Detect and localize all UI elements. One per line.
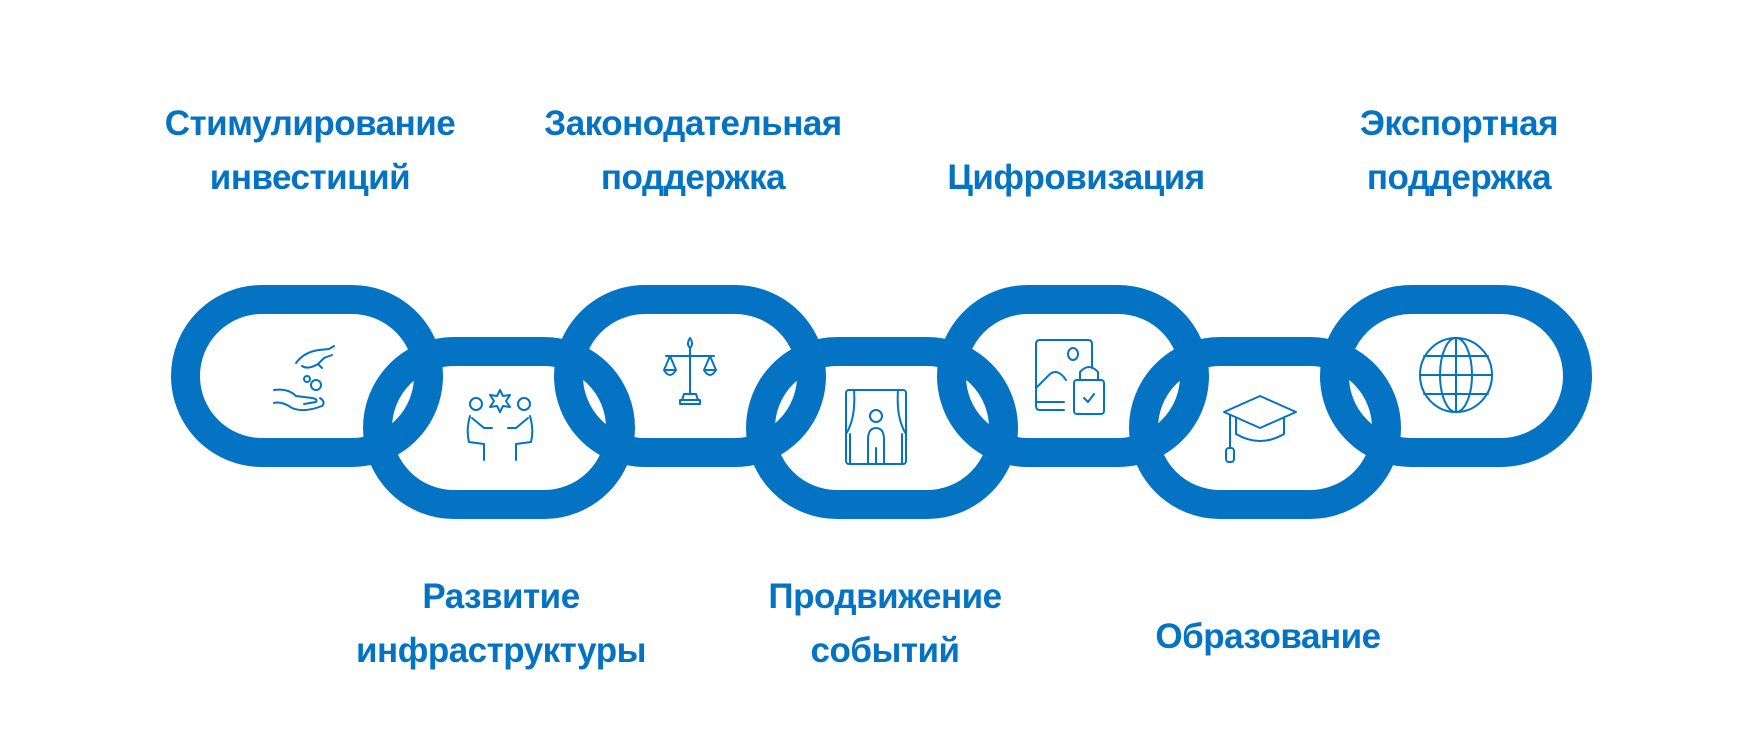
label-event-promotion: Продвижение событий (768, 570, 1002, 678)
label-line: поддержка (600, 158, 786, 197)
label-infrastructure-development: Развитие инфраструктуры (356, 570, 646, 678)
label-line: Цифровизация (947, 158, 1205, 197)
label-line: поддержка (1366, 158, 1552, 197)
chain-link-5 (937, 285, 1209, 467)
label-education: Образование (1155, 610, 1381, 664)
people-meeting-icon (466, 389, 534, 461)
label-export-support: Экспортная поддержка (1359, 97, 1559, 205)
label-line: Стимулирование (164, 104, 456, 143)
label-investment-stimulation: Стимулирование инвестиций (165, 97, 456, 205)
stage-curtain-person-icon (845, 389, 907, 465)
chain-link-1 (171, 285, 443, 467)
hand-coins-icon (273, 345, 335, 412)
chain-link-6 (1129, 337, 1401, 519)
label-line: инфраструктуры (356, 631, 646, 670)
label-line: Законодательная (544, 104, 842, 143)
image-lock-icon (1035, 339, 1105, 415)
label-line: инвестиций (209, 158, 411, 197)
label-line: Развитие (422, 577, 580, 616)
label-digitalization: Цифровизация (947, 151, 1205, 205)
chain-link-7 (1320, 285, 1592, 467)
label-line: Образование (1155, 617, 1381, 656)
graduation-cap-icon (1223, 395, 1297, 463)
label-legislative-support: Законодательная поддержка (544, 97, 842, 205)
chain-link-3 (554, 285, 826, 467)
label-line: Экспортная (1359, 104, 1559, 143)
globe-icon (1419, 337, 1493, 413)
label-line: событий (810, 631, 960, 670)
chain-link-2 (363, 337, 635, 519)
scales-icon (663, 337, 717, 405)
label-line: Продвижение (768, 577, 1002, 616)
chain-link-4 (746, 337, 1018, 519)
